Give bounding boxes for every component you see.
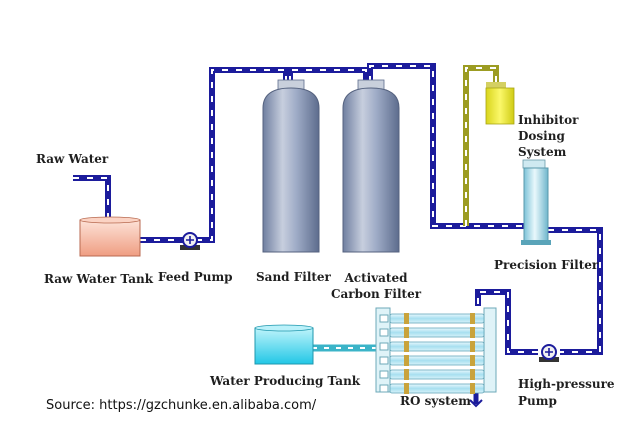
- high-pressure-pump-icon: [539, 344, 559, 362]
- raw-water-label: Raw Water: [36, 152, 109, 166]
- water-producing-tank: [254, 324, 314, 365]
- ro-membrane-tube: [389, 355, 485, 366]
- water-producing-tank-label: Water Producing Tank: [210, 374, 361, 388]
- ro-system-rack: [375, 307, 497, 394]
- ro-port: [379, 328, 389, 337]
- ro-membrane-tube: [389, 383, 485, 394]
- ro-port: [379, 356, 389, 365]
- ro-membrane-clamp: [470, 341, 475, 352]
- ro-port: [379, 314, 389, 323]
- ro-membrane-clamp: [404, 313, 409, 324]
- high-pressure-pump-label: High-pressure Pump: [518, 377, 615, 408]
- ro-membrane-tube: [389, 369, 485, 380]
- ro-membrane-clamp: [470, 383, 475, 394]
- precision-filter-label: Precision Filter: [494, 258, 599, 272]
- ro-membrane-tube: [389, 313, 485, 324]
- precision-filter-vessel: [521, 159, 551, 245]
- ro-membrane-clamp: [404, 341, 409, 352]
- feed-pump-label: Feed Pump: [158, 270, 233, 284]
- activated-carbon-filter-vessel: [342, 79, 400, 253]
- ro-membrane-clamp: [470, 369, 475, 380]
- inhibitor-dosing-tank: [485, 82, 515, 125]
- ro-membrane-clamp: [404, 355, 409, 366]
- ro-membrane-clamp: [470, 327, 475, 338]
- activated-carbon-filter-label: Activated Carbon Filter: [330, 271, 422, 301]
- sand-filter-vessel: [262, 79, 320, 253]
- ro-membrane-clamp: [470, 355, 475, 366]
- ro-membrane-clamp: [404, 327, 409, 338]
- ro-membrane-clamp: [470, 313, 475, 324]
- ro-membrane-clamp: [404, 383, 409, 394]
- ro-port: [379, 370, 389, 379]
- ro-membrane-clamp: [404, 369, 409, 380]
- ro-port: [379, 384, 389, 393]
- inhibitor-dosing-system-label: Inhibitor Dosing System: [518, 113, 579, 159]
- source-caption: Source: https://gzchunke.en.alibaba.com/: [46, 398, 317, 413]
- ro-system-label: RO system: [400, 394, 471, 408]
- ro-membrane-tube: [389, 327, 485, 338]
- raw-water-tank: [79, 216, 141, 257]
- sand-filter-label: Sand Filter: [256, 270, 331, 284]
- ro-port: [379, 342, 389, 351]
- raw-water-tank-label: Raw Water Tank: [44, 272, 154, 286]
- dosing-pipeline: [463, 65, 499, 226]
- ro-membrane-tube: [389, 341, 485, 352]
- feed-pump-icon: [180, 232, 200, 250]
